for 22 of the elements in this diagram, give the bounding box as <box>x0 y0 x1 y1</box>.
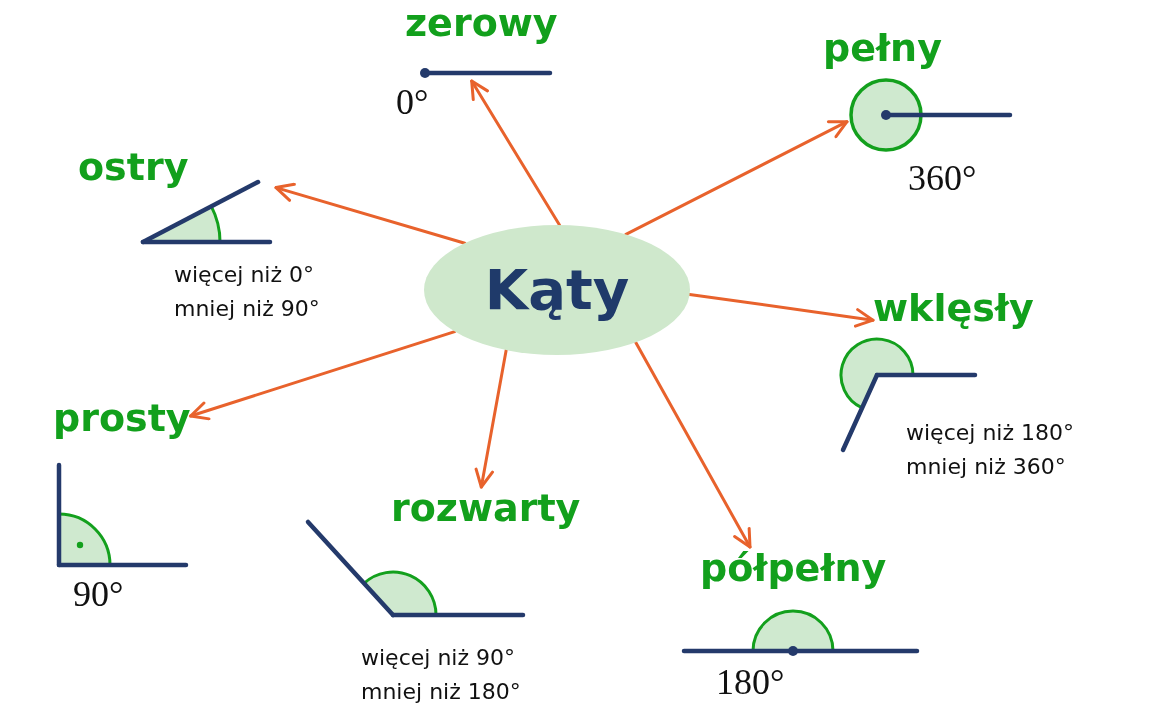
arrow <box>274 182 467 245</box>
arrow <box>634 340 752 549</box>
angle-measure: więcej niż 180° mniej niż 360° <box>906 419 1075 481</box>
arrow <box>474 348 508 489</box>
arrow <box>470 79 561 227</box>
angle-name: rozwarty <box>391 487 581 529</box>
angle-measure: 90° <box>73 574 124 614</box>
angle-name: wklęsły <box>873 287 1034 329</box>
angle-name: pełny <box>823 27 942 69</box>
topic-title: Kąty <box>484 258 630 322</box>
angle-measure: więcej niż 90° mniej niż 180° <box>361 644 522 706</box>
angle-measure: więcej niż 0° mniej niż 90° <box>174 261 321 323</box>
angle-measure: 0° <box>396 82 429 122</box>
angle-name: prosty <box>53 397 191 439</box>
angle-measure: 180° <box>716 662 785 702</box>
angle-name: ostry <box>78 146 189 188</box>
arrow <box>189 330 457 421</box>
angle-measure: 360° <box>908 158 977 198</box>
angle-name: półpełny <box>700 547 887 589</box>
angle-name: zerowy <box>405 2 558 44</box>
arrow <box>688 292 875 328</box>
arrow <box>624 120 849 236</box>
